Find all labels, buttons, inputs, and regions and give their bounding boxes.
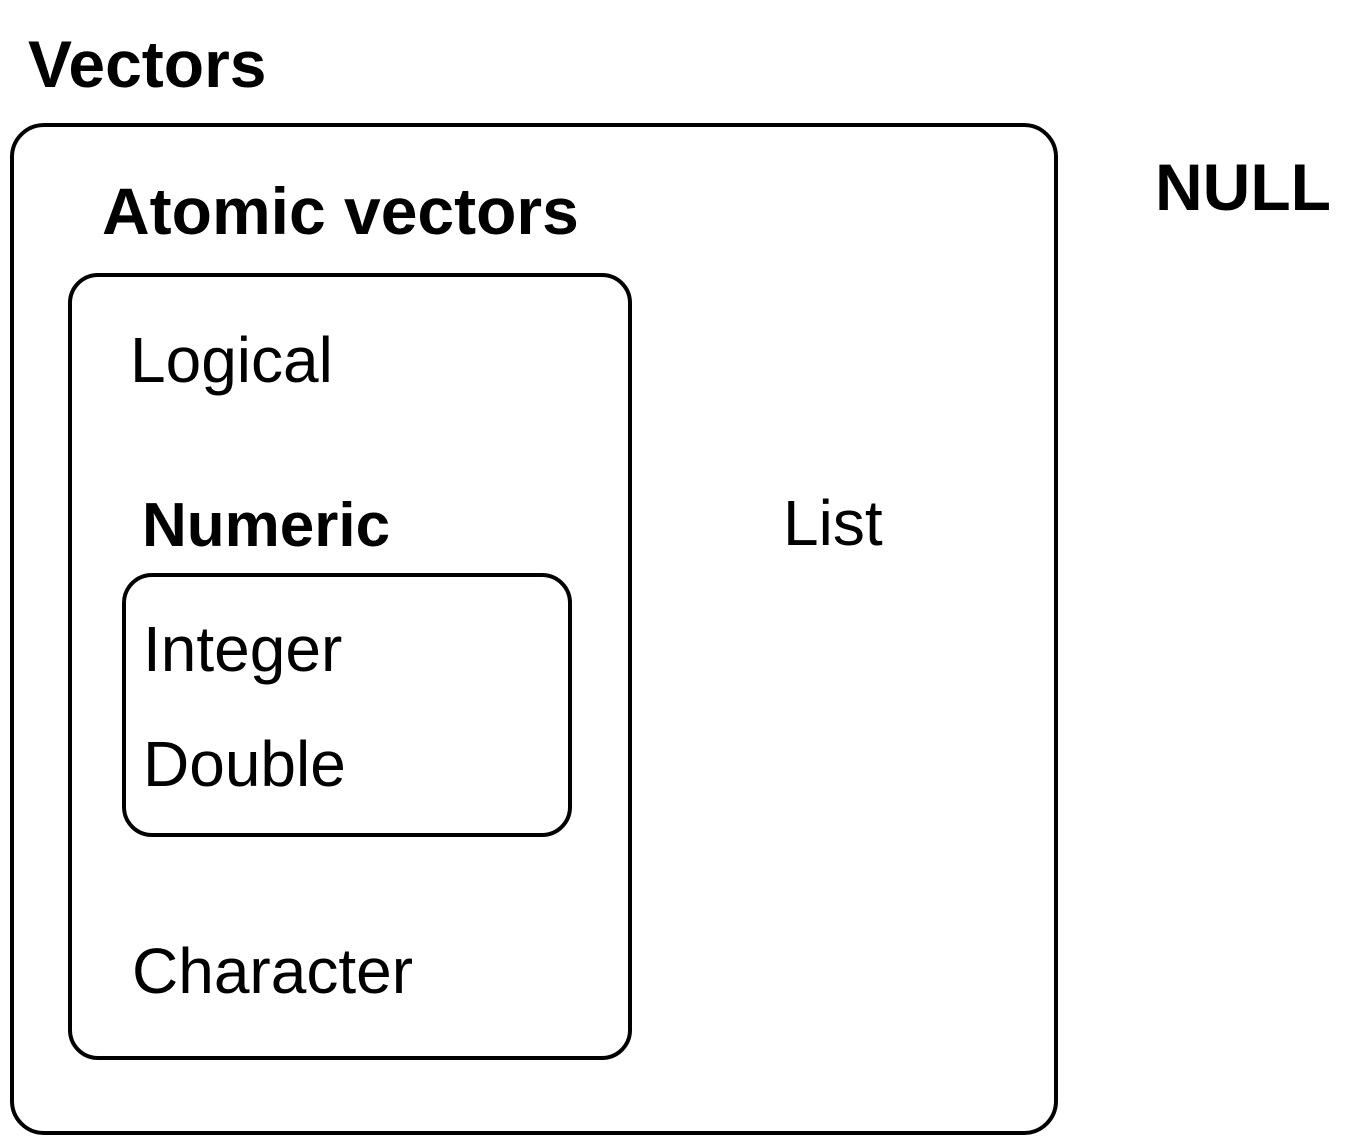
null-label: NULL [1155, 150, 1331, 224]
vectors-box [10, 123, 1058, 1135]
logical-label: Logical [130, 324, 333, 396]
numeric-label: Numeric [142, 491, 391, 560]
list-label: List [783, 487, 883, 559]
integer-label: Integer [143, 613, 343, 685]
diagram-title: Vectors [28, 27, 267, 101]
numeric-box [122, 573, 572, 837]
character-label: Character [132, 935, 413, 1007]
double-label: Double [143, 728, 346, 800]
atomic-vectors-box [68, 273, 632, 1060]
atomic-vectors-label: Atomic vectors [102, 174, 579, 248]
